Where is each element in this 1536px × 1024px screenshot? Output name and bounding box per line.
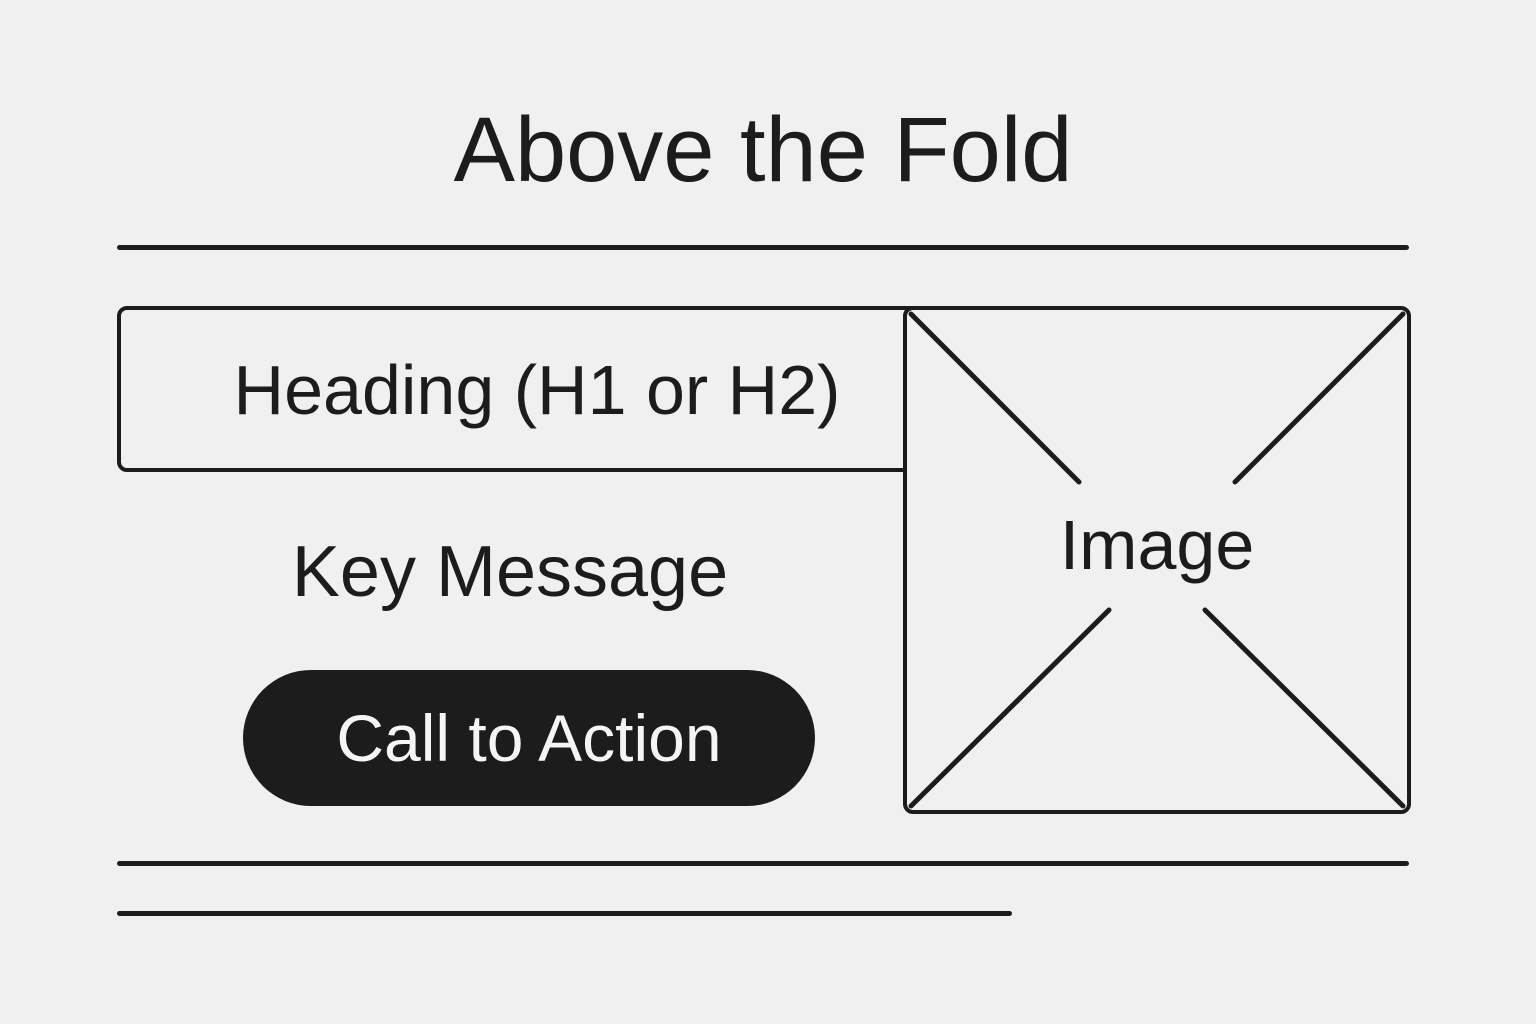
text-line — [117, 911, 1012, 916]
top-divider — [117, 245, 1409, 250]
text-line — [117, 861, 1409, 866]
heading-label: Heading (H1 or H2) — [233, 351, 841, 429]
key-message: Key Message — [291, 532, 729, 612]
diagram-title: Above the Fold — [453, 99, 1073, 201]
call-to-action-button[interactable]: Call to Action — [243, 670, 815, 806]
image-label: Image — [1059, 506, 1255, 584]
image-placeholder — [903, 306, 1411, 814]
image-placeholder-icon — [908, 311, 1406, 809]
